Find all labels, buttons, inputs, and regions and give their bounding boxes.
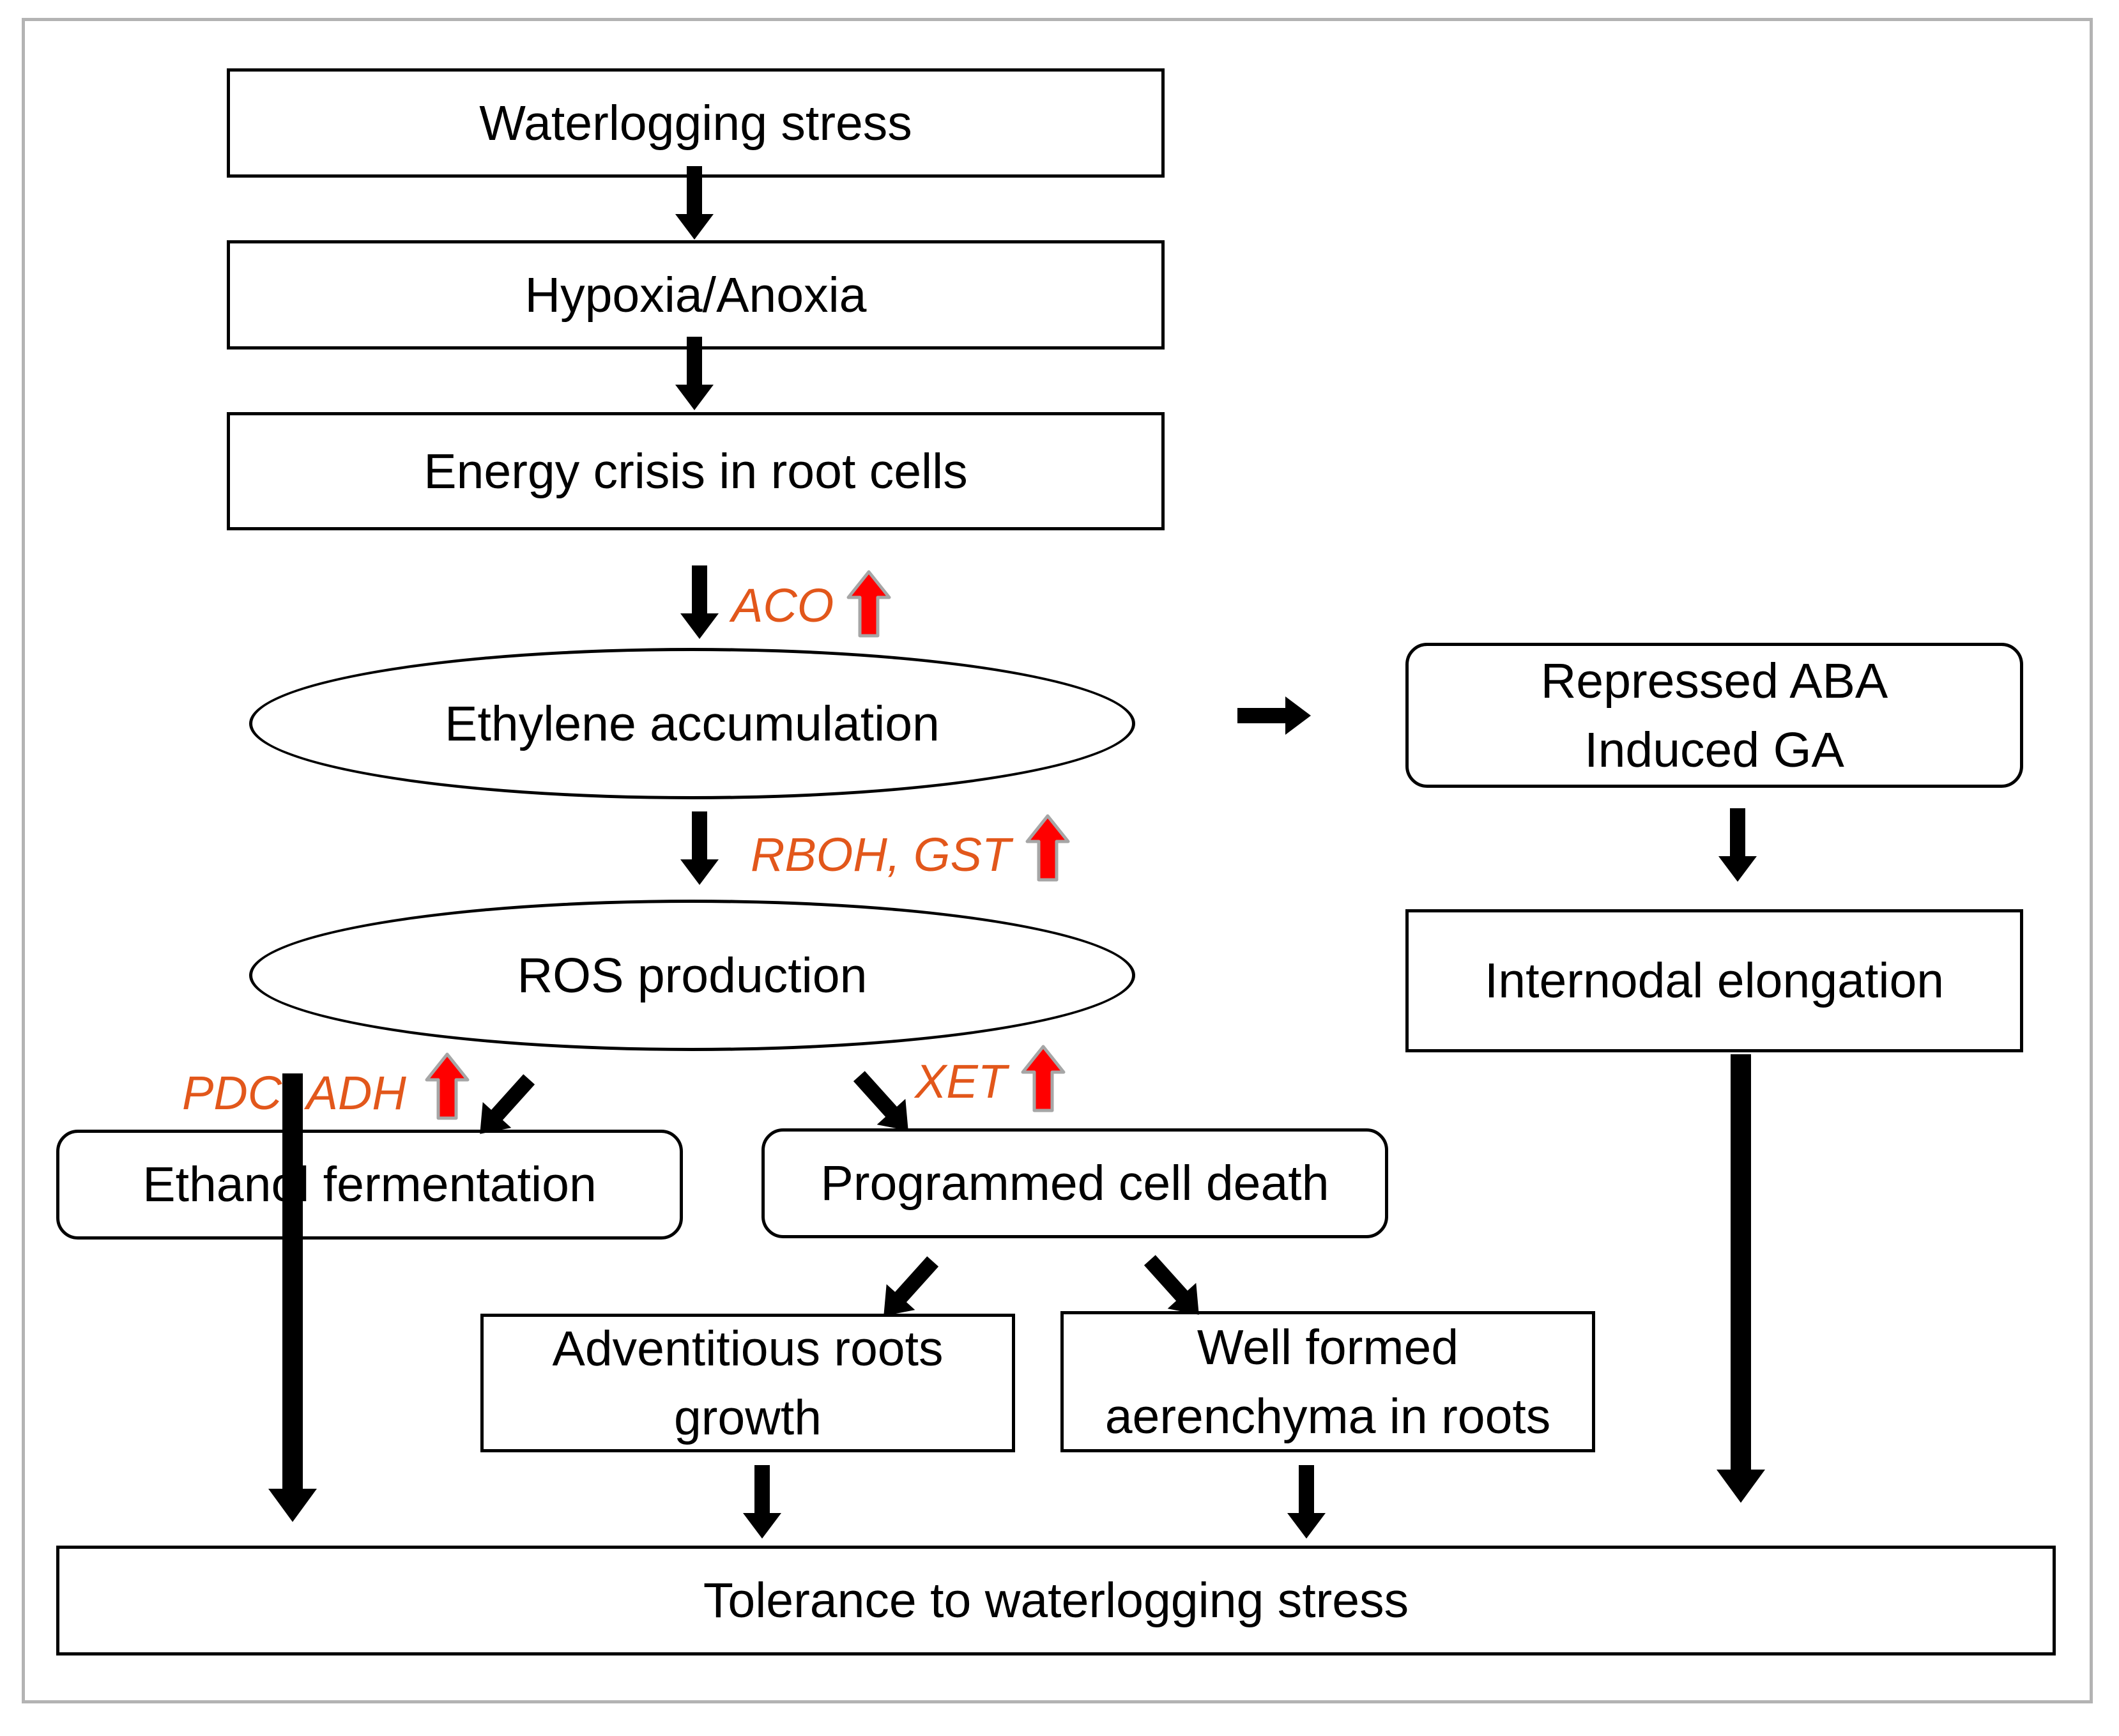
aerenchyma-line-2: aerenchyma in roots: [1105, 1388, 1551, 1444]
energy-crisis-box: Energy crisis in root cells: [227, 412, 1165, 530]
ethylene-accumulation-ellipse: Ethylene accumulation: [249, 648, 1135, 799]
aba-ga-line-1: Repressed ABA: [1540, 653, 1888, 709]
ros-production-ellipse: ROS production: [249, 900, 1135, 1051]
aba-ga-line-2: Induced GA: [1584, 722, 1844, 778]
aerenchyma-text: Well formed aerenchyma in roots: [1105, 1313, 1551, 1451]
figure-frame: [22, 18, 2093, 1703]
adventitious-roots-text: Adventitious roots growth: [552, 1314, 943, 1452]
waterlogging-stress-box: Waterlogging stress: [227, 68, 1165, 178]
programmed-cell-death-label: Programmed cell death: [820, 1156, 1329, 1211]
energy-crisis-label: Energy crisis in root cells: [424, 443, 968, 499]
tolerance-box: Tolerance to waterlogging stress: [56, 1546, 2056, 1655]
gene-label-xet: XET: [915, 1055, 1007, 1108]
aerenchyma-line-1: Well formed: [1197, 1319, 1459, 1375]
ethanol-fermentation-box: Ethanol fermentation: [56, 1130, 683, 1240]
ros-production-label: ROS production: [517, 948, 868, 1003]
internodal-elongation-box: Internodal elongation: [1405, 909, 2023, 1052]
aba-ga-box: Repressed ABA Induced GA: [1405, 643, 2023, 788]
adventitious-roots-box: Adventitious roots growth: [480, 1314, 1015, 1452]
adventitious-roots-line-2: growth: [673, 1390, 822, 1445]
ethanol-fermentation-label: Ethanol fermentation: [142, 1157, 597, 1212]
waterlogging-stress-label: Waterlogging stress: [479, 95, 912, 151]
aerenchyma-box: Well formed aerenchyma in roots: [1060, 1311, 1595, 1452]
hypoxia-anoxia-box: Hypoxia/Anoxia: [227, 240, 1165, 350]
gene-label-aco: ACO: [731, 579, 834, 632]
tolerance-label: Tolerance to waterlogging stress: [703, 1573, 1409, 1628]
hypoxia-anoxia-label: Hypoxia/Anoxia: [524, 267, 867, 323]
gene-label-rboh-gst: RBOH, GST: [751, 828, 1011, 881]
aba-ga-text: Repressed ABA Induced GA: [1541, 647, 1888, 785]
programmed-cell-death-box: Programmed cell death: [761, 1128, 1388, 1238]
ethylene-accumulation-label: Ethylene accumulation: [445, 696, 940, 751]
internodal-elongation-label: Internodal elongation: [1484, 953, 1945, 1008]
adventitious-roots-line-1: Adventitious roots: [552, 1321, 944, 1376]
gene-label-pdc-adh: PDC, ADH: [182, 1066, 406, 1119]
